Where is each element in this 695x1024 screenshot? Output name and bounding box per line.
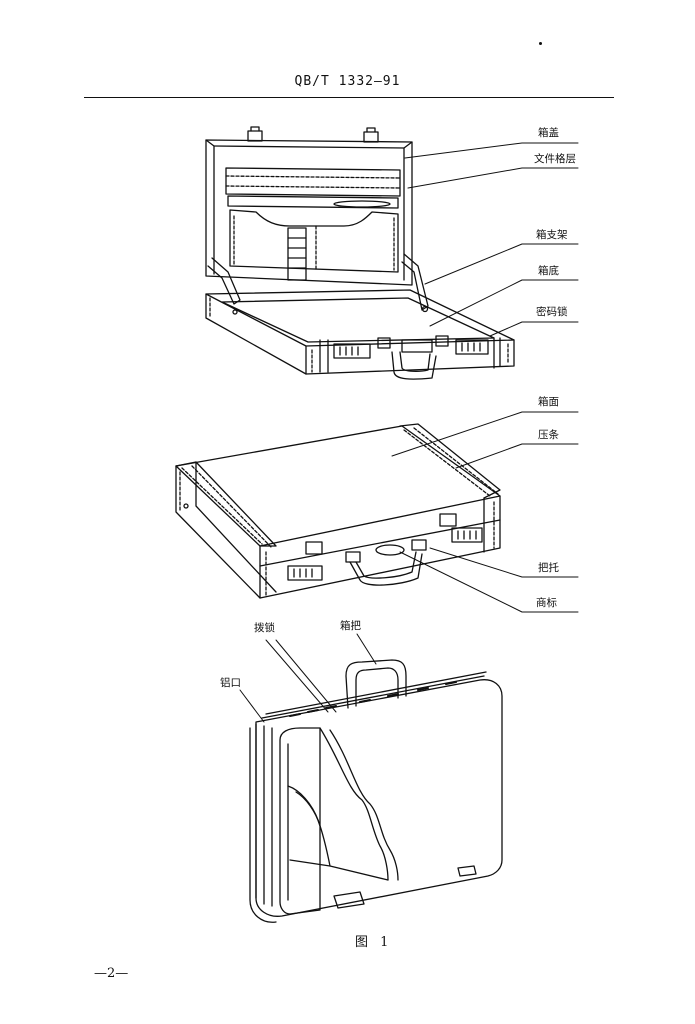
scan-speck — [539, 42, 542, 45]
closed-case-leader-lines — [392, 412, 578, 612]
standard-code: QB/T 1332—91 — [294, 74, 401, 89]
label-case-handle: 箱把 — [340, 620, 361, 632]
label-base: 箱底 — [538, 265, 559, 277]
label-handle-holder: 把托 — [538, 562, 559, 574]
label-strip: 压条 — [538, 429, 559, 441]
label-aluminum-rim: 铝口 — [220, 677, 241, 689]
figure-caption: 图 1 — [355, 935, 393, 950]
label-top-face: 箱面 — [538, 396, 559, 408]
aluminum-case-leader-lines — [240, 634, 376, 722]
label-combination-lock: 密码锁 — [536, 306, 568, 318]
header-rule — [84, 97, 614, 98]
open-briefcase-drawing — [206, 127, 514, 379]
open-case-leader-lines — [405, 143, 578, 336]
aluminum-briefcase-drawing — [250, 660, 502, 922]
label-file-pocket: 文件格层 — [534, 153, 576, 165]
label-trademark: 商标 — [536, 597, 557, 609]
label-lid: 箱盖 — [538, 127, 559, 139]
page-number: —2— — [94, 966, 129, 981]
label-lid-support: 箱支架 — [536, 229, 568, 241]
label-slide-lock: 拨锁 — [254, 622, 275, 634]
closed-briefcase-drawing — [176, 424, 500, 598]
